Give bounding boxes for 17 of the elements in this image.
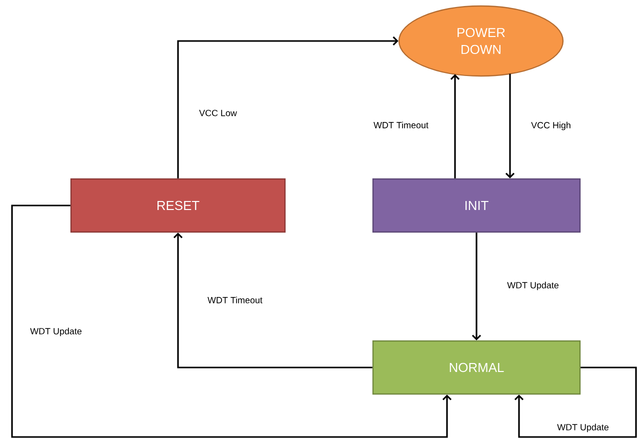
- state-box: INIT: [372, 178, 581, 233]
- edge-label: WDT Update: [28, 326, 84, 338]
- state-box: RESET: [70, 178, 286, 233]
- arrow: [450, 74, 460, 178]
- edge-label: VCC High: [530, 120, 572, 132]
- arrow: [514, 366, 637, 438]
- arrow: [177, 36, 398, 178]
- state-box: NORMAL: [372, 340, 581, 395]
- arrow: [11, 204, 452, 438]
- edge-label: WDT Timeout: [206, 295, 264, 305]
- arrow: [173, 232, 372, 368]
- arrow: [472, 232, 482, 340]
- arrow: [505, 74, 515, 178]
- edge-label: WDT Timeout: [372, 120, 430, 130]
- edge-label: WDT Update: [556, 422, 610, 434]
- edge-label: VCC Low: [198, 108, 238, 118]
- edge-label: WDT Update: [506, 280, 560, 292]
